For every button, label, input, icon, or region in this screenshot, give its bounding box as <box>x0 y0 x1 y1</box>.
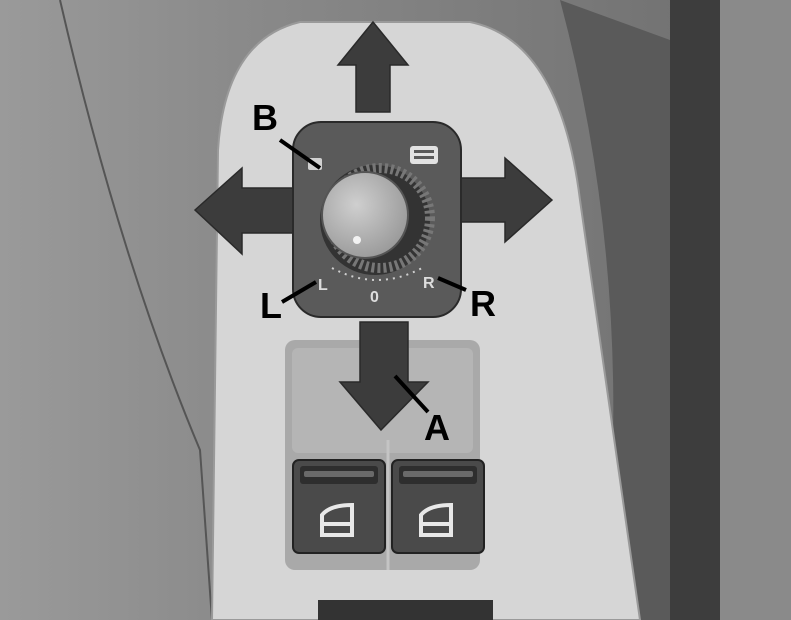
leader-line-a <box>393 374 430 414</box>
label-b: B <box>252 97 278 138</box>
leader-line-r <box>437 276 467 292</box>
arrow-up-icon <box>336 20 410 113</box>
knob-position-right: R <box>423 275 435 292</box>
label-r: R <box>470 283 496 324</box>
mirror-heat-icon-stripe <box>414 156 434 159</box>
window-icon <box>320 502 354 537</box>
leader-line-b <box>278 138 322 170</box>
window-switch-left[interactable] <box>292 459 386 554</box>
mirror-knob-pointer <box>353 236 361 244</box>
door-contour-line <box>59 0 213 620</box>
label-a: A <box>424 407 450 448</box>
door-frame-highlight <box>720 0 791 620</box>
leader-line-l <box>280 280 318 304</box>
door-trim-shadow <box>560 0 670 620</box>
mirror-heat-icon-right <box>410 146 438 164</box>
label-l: L <box>260 285 282 326</box>
arrow-down-icon <box>338 321 430 432</box>
knob-position-left: L <box>318 277 328 294</box>
window-icon <box>419 502 453 537</box>
mirror-knob-detent-arc <box>331 267 423 281</box>
window-switch-right[interactable] <box>391 459 485 554</box>
knob-position-center: 0 <box>370 289 379 306</box>
mirror-knob[interactable] <box>321 171 409 259</box>
lower-panel-slot <box>318 600 493 620</box>
mirror-heat-icon-stripe <box>414 150 434 153</box>
